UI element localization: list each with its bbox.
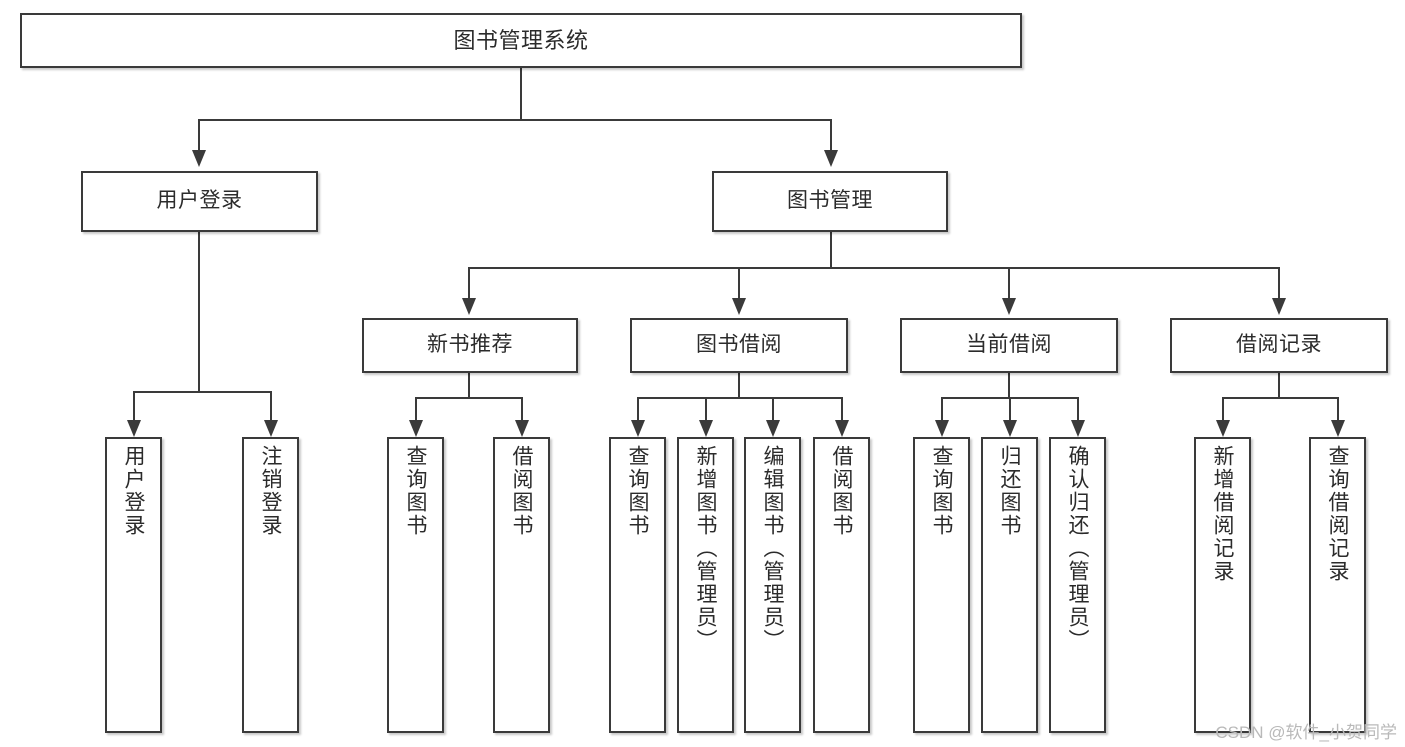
node-borrowing-records[interactable]: 借阅记录	[1170, 318, 1388, 373]
node-label: 图书管理系统	[453, 27, 589, 53]
arrow-to-borrow-records	[1272, 298, 1286, 315]
connector-to-leaf-9	[1009, 397, 1011, 421]
node-label: 借阅图书	[510, 445, 533, 537]
connector-level2-bus	[198, 119, 832, 121]
connector-root-trunk	[520, 68, 522, 120]
node-leaf-edit-book-admin[interactable]: 编辑图书（管理员）	[744, 437, 801, 733]
connector-borrow-trunk	[738, 373, 740, 398]
node-label: 借阅记录	[1236, 333, 1322, 357]
node-user-login[interactable]: 用户登录	[81, 171, 318, 232]
connector-to-leaf-4	[637, 397, 639, 421]
node-label: 新书推荐	[427, 333, 513, 357]
node-label: 用户登录	[122, 445, 145, 537]
node-leaf-logout[interactable]: 注销登录	[242, 437, 299, 733]
connector-user-login-trunk	[198, 232, 200, 392]
connector-to-leaf-7	[841, 397, 843, 421]
node-label: 当前借阅	[966, 333, 1052, 357]
connector-to-leaf-1	[270, 391, 272, 421]
connector-to-leaf-12	[1337, 397, 1339, 421]
arrow-to-leaf-3	[515, 420, 529, 437]
node-root-book-management-system[interactable]: 图书管理系统	[20, 13, 1022, 68]
connector-to-user-login	[198, 119, 200, 151]
node-leaf-return-books[interactable]: 归还图书	[981, 437, 1038, 733]
arrow-to-user-login	[192, 150, 206, 167]
connector-to-leaf-2	[415, 397, 417, 421]
connector-to-leaf-0	[133, 391, 135, 421]
connector-to-leaf-5	[705, 397, 707, 421]
arrow-to-current-borrow	[1002, 298, 1016, 315]
arrow-to-borrow	[732, 298, 746, 315]
connector-to-book-mgmt	[830, 119, 832, 151]
node-leaf-user-login[interactable]: 用户登录	[105, 437, 162, 733]
node-label: 归还图书	[998, 445, 1021, 537]
node-label: 借阅图书	[830, 445, 853, 537]
node-leaf-borrow-books-recommend[interactable]: 借阅图书	[493, 437, 550, 733]
arrow-to-leaf-5	[699, 420, 713, 437]
node-label: 新增借阅记录	[1211, 445, 1234, 583]
node-leaf-query-borrow-record[interactable]: 查询借阅记录	[1309, 437, 1366, 733]
connector-to-leaf-8	[941, 397, 943, 421]
connector-to-borrow	[738, 267, 740, 299]
arrow-to-leaf-10	[1071, 420, 1085, 437]
arrow-to-leaf-1	[264, 420, 278, 437]
node-leaf-add-book-admin[interactable]: 新增图书（管理员）	[677, 437, 734, 733]
connector-user-login-bus	[133, 391, 271, 393]
connector-borrow-records-bus	[1222, 397, 1338, 399]
node-label: 图书管理	[787, 189, 873, 213]
connector-new-books-trunk	[468, 373, 470, 398]
node-book-borrowing[interactable]: 图书借阅	[630, 318, 848, 373]
arrow-to-leaf-2	[409, 420, 423, 437]
connector-borrow-bus	[637, 397, 843, 399]
connector-to-leaf-3	[521, 397, 523, 421]
node-label: 查询图书	[626, 445, 649, 537]
connector-new-books-bus	[415, 397, 523, 399]
arrow-to-new-books	[462, 298, 476, 315]
node-leaf-borrow-books[interactable]: 借阅图书	[813, 437, 870, 733]
connector-to-current-borrow	[1008, 267, 1010, 299]
arrow-to-leaf-4	[631, 420, 645, 437]
connector-level3-bus	[468, 267, 1278, 269]
connector-book-mgmt-trunk	[830, 232, 832, 268]
node-label: 编辑图书（管理员）	[761, 445, 784, 652]
node-label: 确认归还（管理员）	[1066, 445, 1089, 652]
arrow-to-leaf-11	[1216, 420, 1230, 437]
node-current-borrowing[interactable]: 当前借阅	[900, 318, 1118, 373]
node-leaf-query-books-borrow[interactable]: 查询图书	[609, 437, 666, 733]
connector-to-leaf-6	[772, 397, 774, 421]
node-leaf-query-books-current[interactable]: 查询图书	[913, 437, 970, 733]
arrow-to-leaf-7	[835, 420, 849, 437]
node-book-management[interactable]: 图书管理	[712, 171, 948, 232]
connector-to-leaf-11	[1222, 397, 1224, 421]
connector-to-leaf-10	[1077, 397, 1079, 421]
node-new-book-recommendation[interactable]: 新书推荐	[362, 318, 578, 373]
arrow-to-book-mgmt	[824, 150, 838, 167]
arrow-to-leaf-9	[1003, 420, 1017, 437]
watermark-text: CSDN @软件_小贺同学	[1215, 723, 1397, 742]
arrow-to-leaf-0	[127, 420, 141, 437]
arrow-to-leaf-8	[935, 420, 949, 437]
node-label: 查询借阅记录	[1326, 445, 1349, 583]
node-label: 图书借阅	[696, 333, 782, 357]
connector-to-borrow-records	[1278, 267, 1280, 299]
node-leaf-add-borrow-record[interactable]: 新增借阅记录	[1194, 437, 1251, 733]
node-leaf-query-books-recommend[interactable]: 查询图书	[387, 437, 444, 733]
arrow-to-leaf-6	[766, 420, 780, 437]
node-label: 新增图书（管理员）	[694, 445, 717, 652]
node-label: 查询图书	[404, 445, 427, 537]
node-leaf-confirm-return-admin[interactable]: 确认归还（管理员）	[1049, 437, 1106, 733]
connector-to-new-books	[468, 267, 470, 299]
connector-current-borrow-trunk	[1008, 373, 1010, 398]
node-label: 查询图书	[930, 445, 953, 537]
arrow-to-leaf-12	[1331, 420, 1345, 437]
node-label: 用户登录	[156, 189, 243, 213]
connector-borrow-records-trunk	[1278, 373, 1280, 398]
node-label: 注销登录	[259, 445, 282, 537]
